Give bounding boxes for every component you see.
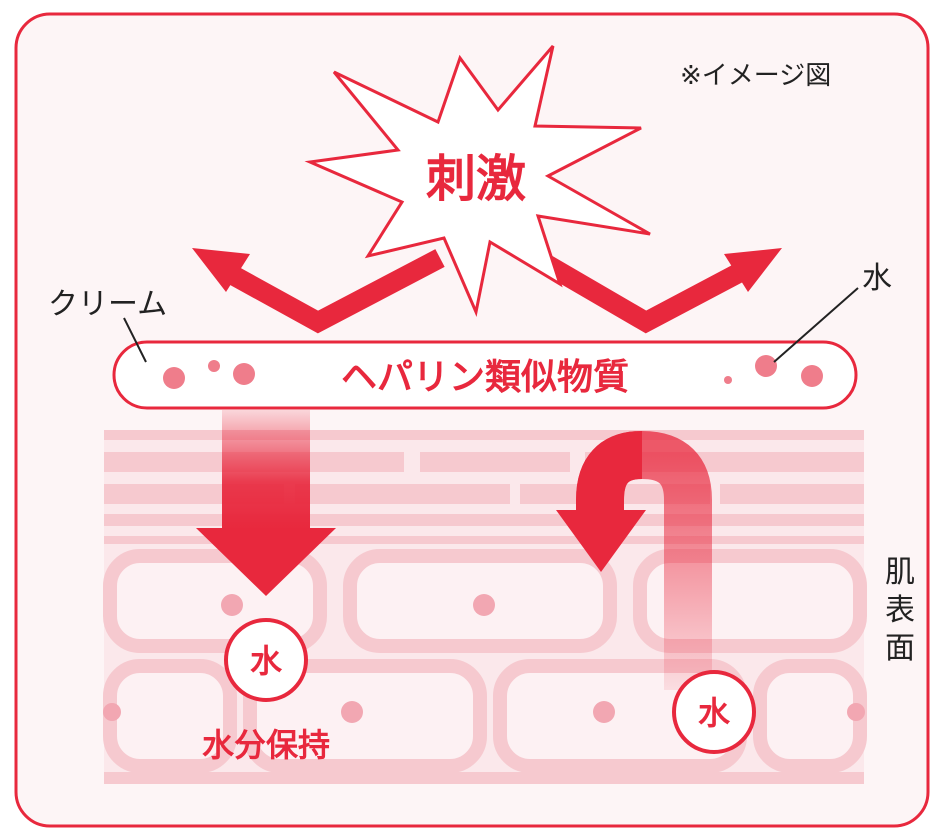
- arrowhead-left: [192, 248, 250, 292]
- image-note: ※イメージ図: [680, 61, 831, 91]
- svg-text:面: 面: [885, 631, 915, 666]
- arrowhead-right: [724, 248, 782, 292]
- water-leader-line: [773, 287, 859, 363]
- stimulus-burst: [304, 45, 651, 318]
- water-circle-right: 水: [672, 670, 756, 754]
- deflection-arrows: [215, 249, 753, 334]
- heparin-label: ヘパリン類似物質: [341, 357, 629, 398]
- svg-text:表: 表: [885, 593, 915, 628]
- cream-leader-line: [123, 317, 147, 363]
- svg-text:肌: 肌: [885, 555, 915, 590]
- stimulus-label: 刺激: [426, 150, 526, 208]
- water-circle-left: 水: [224, 618, 308, 702]
- cream-layer: [112, 340, 858, 410]
- penetration-arrow: [196, 410, 336, 596]
- svg-text:水: 水: [250, 642, 283, 680]
- moisture-retention-label: 水分保持: [202, 726, 330, 764]
- water-label: 水: [862, 261, 892, 296]
- evaporation-return-arrow: [556, 430, 712, 690]
- skin-surface-label: 肌 表 面: [885, 555, 915, 666]
- svg-text:水: 水: [698, 694, 731, 732]
- cream-label: クリーム: [48, 287, 167, 322]
- water-dots: [163, 355, 823, 389]
